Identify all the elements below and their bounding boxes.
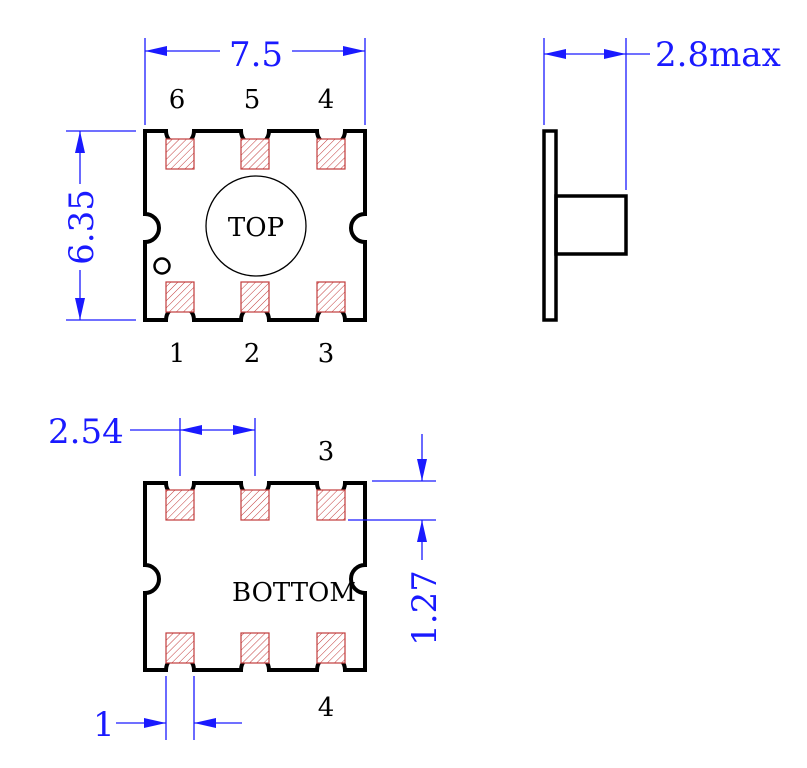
- pin-label-1: 1: [169, 339, 186, 369]
- top-view: TOP 6 5 4 1 2 3 7.5 6.35: [62, 35, 367, 369]
- dim-width-label: 7.5: [229, 35, 283, 75]
- pad-1: [165, 281, 195, 313]
- pad-2: [240, 281, 270, 313]
- top-label: TOP: [228, 213, 284, 243]
- dim-side-height-label: 2.8max: [655, 35, 781, 75]
- dim-height: 6.35: [62, 130, 136, 321]
- dim-height-label: 6.35: [62, 189, 102, 265]
- pin-label-5: 5: [244, 85, 261, 115]
- dim-side-height: 2.8max: [543, 35, 781, 190]
- top-marking-circle: [205, 175, 307, 277]
- dim-width: 7.5: [144, 35, 366, 125]
- pin-label-3: 3: [318, 339, 335, 369]
- bottom-pad-top-3: [316, 489, 346, 521]
- dim-pitch-label: 2.54: [48, 412, 124, 452]
- dim-pad-length-label: 1.27: [405, 570, 445, 646]
- bottom-pin-label-4: 4: [318, 693, 335, 723]
- bottom-pad-bottom-1: [165, 632, 195, 664]
- pad-4: [316, 138, 346, 170]
- dim-pad-width-label: 1: [93, 705, 115, 745]
- bottom-view: BOTTOM 3 4 2.54 1.27: [48, 412, 445, 745]
- side-view: 2.8max: [542, 35, 781, 322]
- bottom-pad-bottom-2: [240, 632, 270, 664]
- pad-3: [316, 281, 346, 313]
- pin-label-4: 4: [318, 85, 335, 115]
- side-view-body: [542, 129, 558, 322]
- dim-pitch: 2.54: [48, 412, 256, 476]
- bottom-pad-top-1: [165, 489, 195, 521]
- pin-label-2: 2: [244, 339, 261, 369]
- bottom-pad-bottom-3: [316, 632, 346, 664]
- bottom-pad-top-2: [240, 489, 270, 521]
- dim-pad-width: 1: [93, 676, 242, 745]
- side-view-cap: [554, 194, 628, 256]
- dim-pad-length: 1.27: [348, 434, 445, 646]
- bottom-pin-label-3: 3: [318, 437, 335, 467]
- pin-label-6: 6: [169, 85, 186, 115]
- pad-6: [165, 138, 195, 170]
- pad-5: [240, 138, 270, 170]
- bottom-label: BOTTOM: [232, 578, 356, 608]
- pin1-marker-dot: [153, 257, 171, 275]
